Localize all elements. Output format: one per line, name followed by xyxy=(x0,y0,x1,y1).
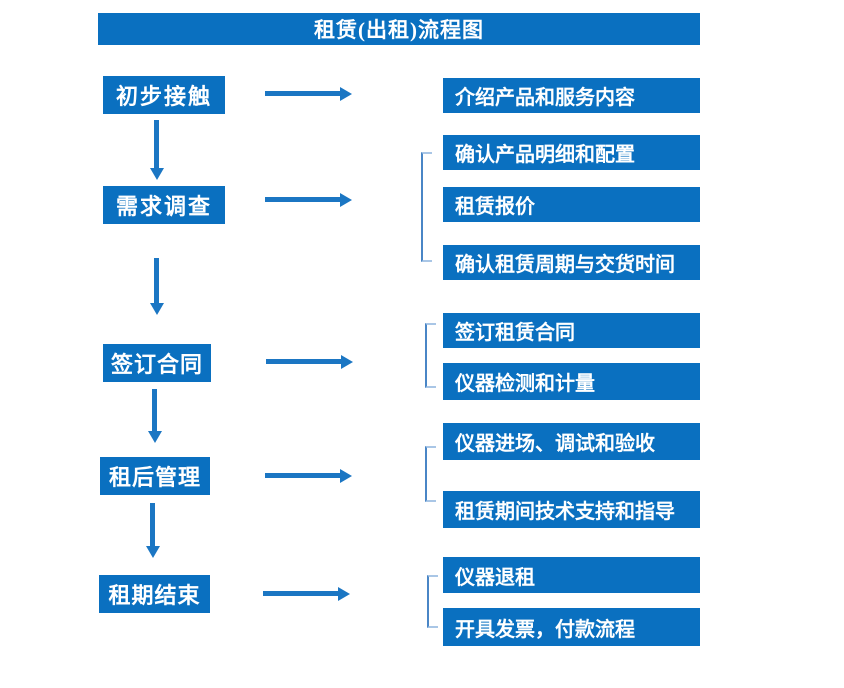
right-arrow-icon xyxy=(266,355,353,369)
step-sign-contract: 签订合同 xyxy=(103,344,211,382)
detail-box: 租赁报价 xyxy=(443,187,700,222)
detail-box: 仪器退租 xyxy=(443,557,700,593)
step-rental-end: 租期结束 xyxy=(99,575,210,613)
right-arrow-icon xyxy=(265,87,352,101)
detail-box: 确认产品明细和配置 xyxy=(443,135,700,170)
detail-box: 租赁期间技术支持和指导 xyxy=(443,491,700,528)
detail-box: 仪器进场、调试和验收 xyxy=(443,423,700,460)
group-bracket xyxy=(425,323,436,388)
step-post-rental-management: 租后管理 xyxy=(100,457,210,495)
down-arrow-icon xyxy=(148,389,162,443)
step-demand-survey: 需求调查 xyxy=(103,186,225,224)
group-bracket xyxy=(427,575,438,628)
step-initial-contact: 初步接触 xyxy=(103,76,225,114)
detail-box: 开具发票，付款流程 xyxy=(443,608,700,646)
right-arrow-icon xyxy=(265,193,352,207)
detail-box: 介绍产品和服务内容 xyxy=(443,78,700,113)
right-arrow-icon xyxy=(263,587,350,601)
down-arrow-icon xyxy=(146,503,160,558)
group-bracket xyxy=(421,152,432,262)
detail-box: 仪器检测和计量 xyxy=(443,363,700,400)
detail-box: 确认租赁周期与交货时间 xyxy=(443,245,700,280)
flowchart-title: 租赁(出租)流程图 xyxy=(98,13,700,45)
down-arrow-icon xyxy=(150,120,164,180)
detail-box: 签订租赁合同 xyxy=(443,313,700,348)
group-bracket xyxy=(425,446,436,502)
down-arrow-icon xyxy=(150,258,164,315)
right-arrow-icon xyxy=(265,469,352,483)
